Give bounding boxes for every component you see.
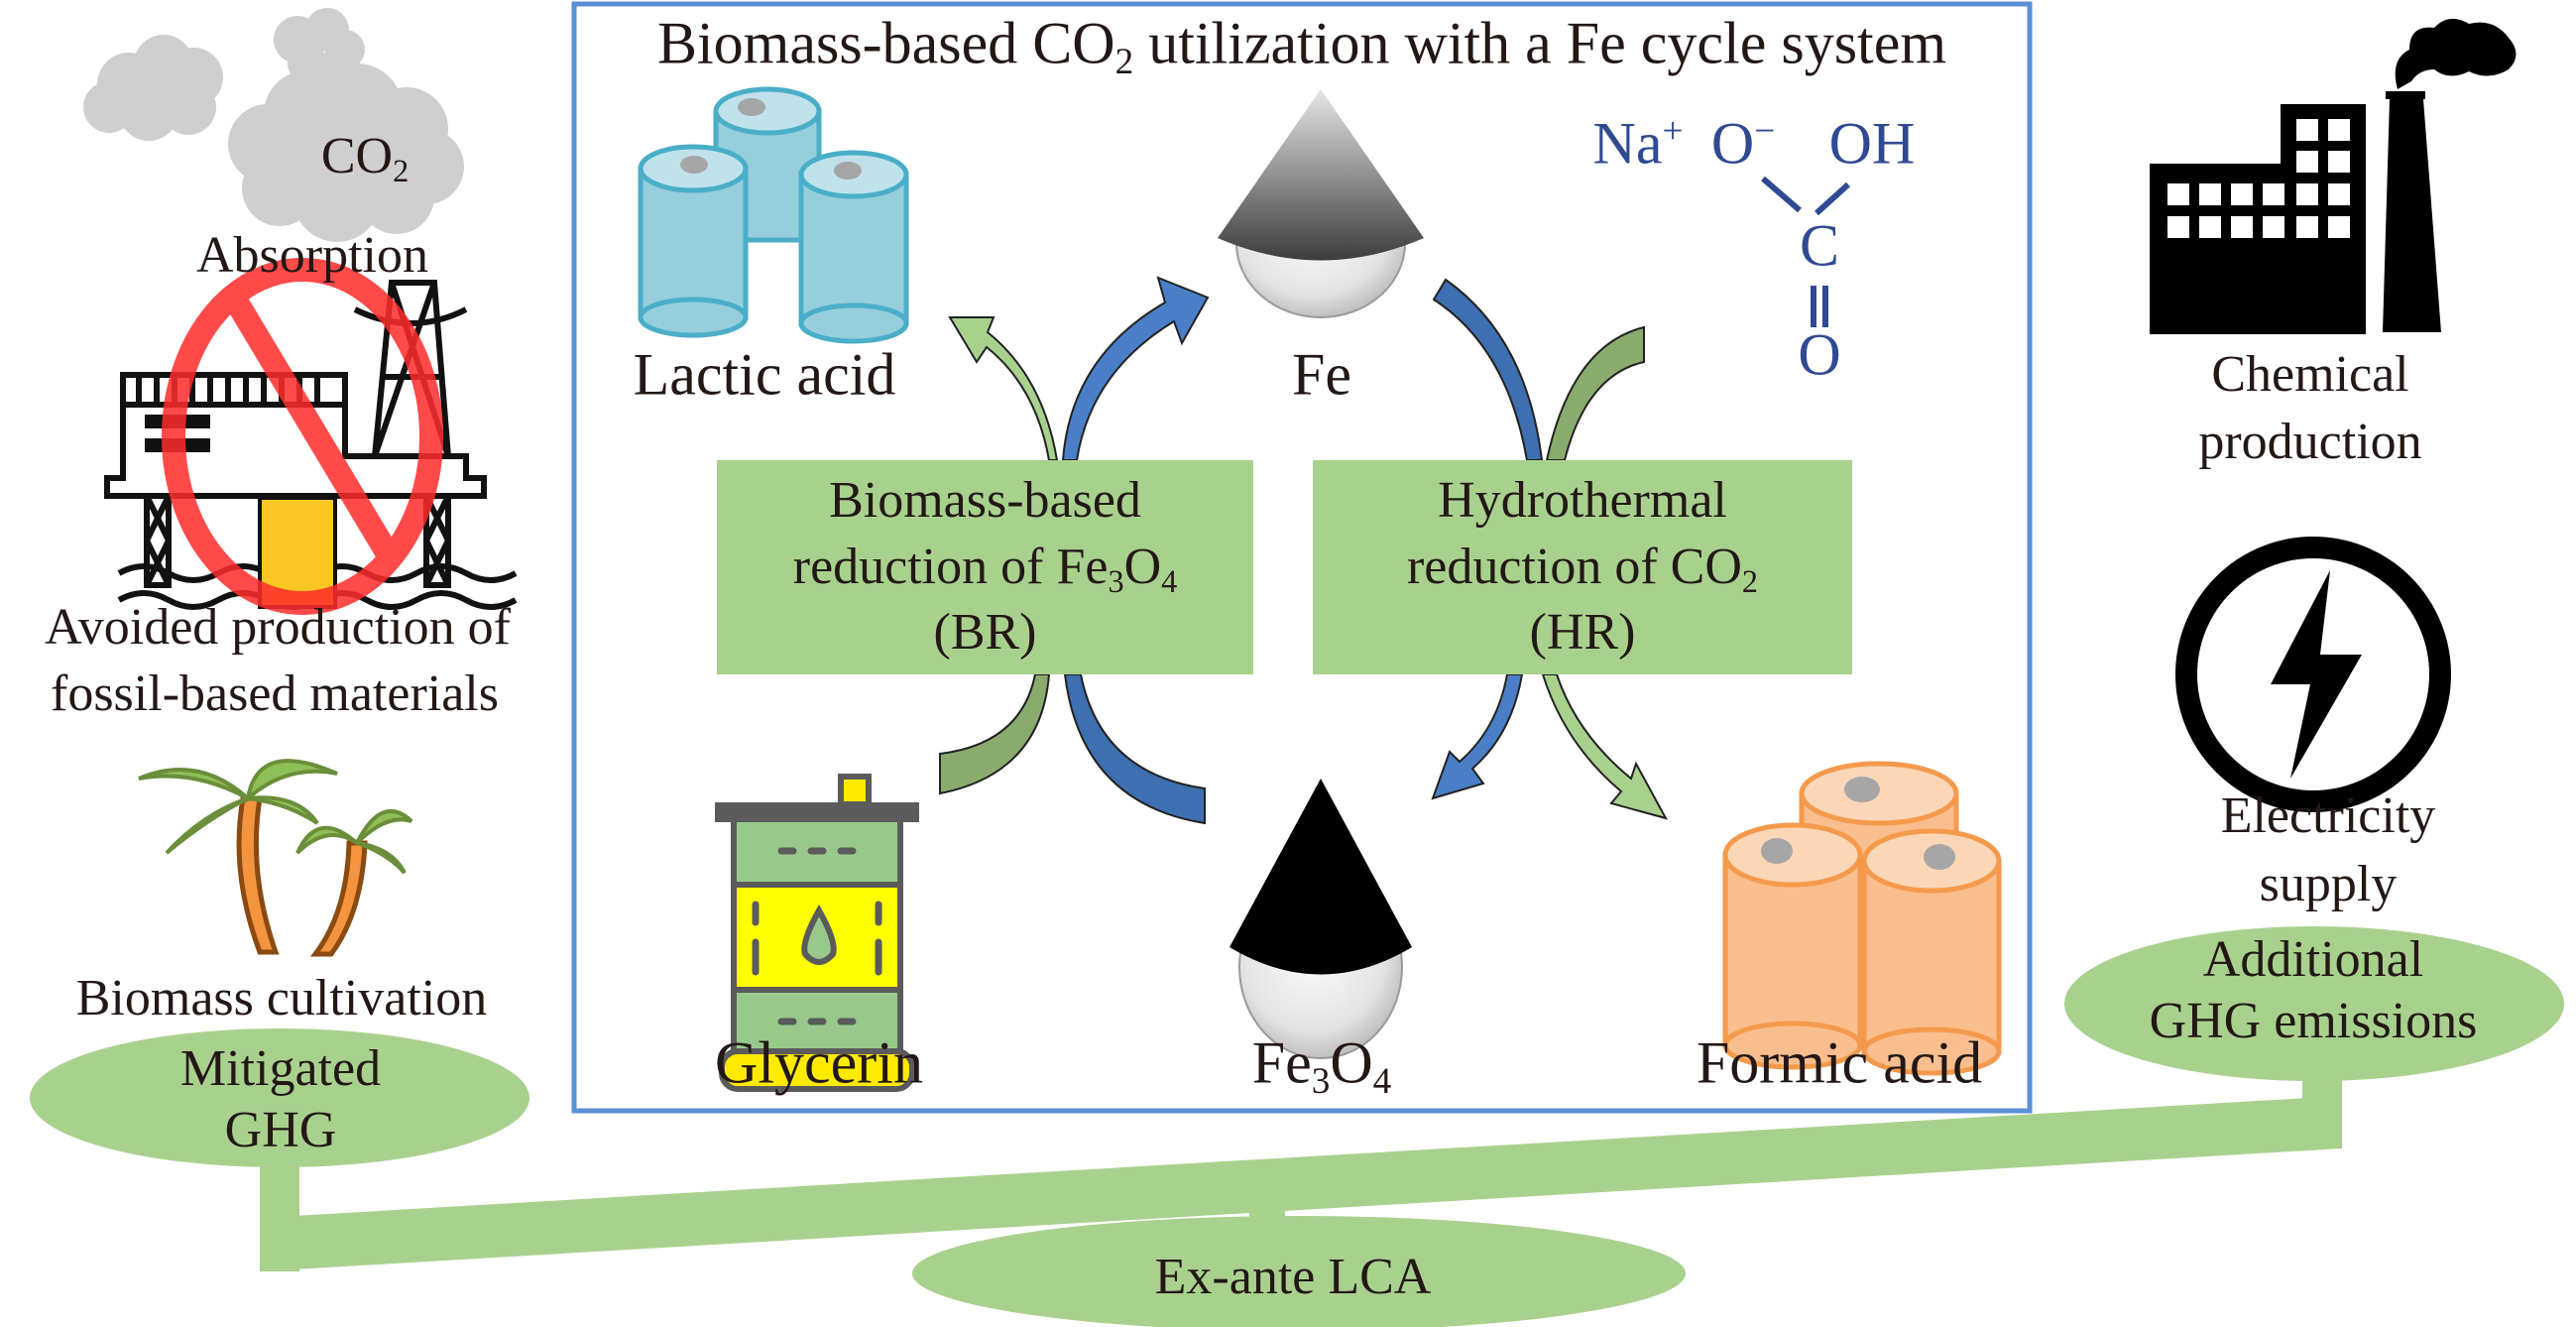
- fe3o4-label: Fe3O4: [1251, 1029, 1392, 1100]
- o-minus-text: O: [1710, 110, 1755, 177]
- fe3o4-sub4: 4: [1372, 1060, 1392, 1102]
- avoided-production-label-line1: Avoided production of: [45, 598, 511, 656]
- molecule-o-minus: O−: [1711, 110, 1775, 177]
- br-line2-text: reduction of Fe: [792, 538, 1109, 595]
- arrow-fe-to-hr: [1432, 278, 1544, 461]
- molecule-na-ion: Na+: [1593, 110, 1684, 177]
- fe-label: Fe: [1292, 341, 1351, 408]
- avoided-production-label-line2: fossil-based materials: [51, 664, 499, 722]
- ex-ante-lca-ellipse: [912, 1216, 1686, 1327]
- molecule-c: C: [1799, 212, 1840, 279]
- br-line1: Biomass-based: [829, 472, 1141, 530]
- hr-sub2: 2: [1741, 562, 1759, 599]
- fe3o4-sub3: 3: [1311, 1060, 1331, 1102]
- lactic-acid-label: Lactic acid: [633, 341, 896, 408]
- formic-acid-label: Formic acid: [1696, 1029, 1983, 1096]
- glycerin-label: Glycerin: [715, 1029, 923, 1096]
- arrow-br-to-lactic: [948, 316, 1059, 461]
- co2-text: CO: [320, 127, 394, 184]
- hr-line2-text: reduction of CO: [1406, 538, 1742, 595]
- electricity-icon: [2175, 537, 2451, 812]
- additional-ghg-label-line1: Additional: [2202, 930, 2424, 988]
- co2-subscript: 2: [393, 152, 410, 188]
- additional-ghg-label-line2: GHG emissions: [2149, 992, 2478, 1049]
- br-sub3: 3: [1108, 562, 1124, 599]
- co2-clouds-icon: [83, 8, 464, 242]
- arrow-hr-to-fe3o4: [1431, 673, 1524, 800]
- fe-cycle-system-frame: [571, 1, 2033, 1114]
- absorption-label: Absorption: [196, 226, 428, 284]
- co2-cloud-label: CO2: [320, 127, 410, 188]
- arrow-hr-to-formic: [1541, 673, 1669, 820]
- hr-line3: (HR): [1529, 604, 1636, 662]
- br-o: O: [1123, 538, 1162, 595]
- molecule-oh: OH: [1828, 110, 1916, 177]
- molecule-o: O: [1798, 321, 1841, 388]
- electricity-supply-label-line2: supply: [2259, 855, 2398, 912]
- figure-title: Biomass-based CO2 utilization with a Fe …: [656, 10, 1947, 80]
- title-subscript: 2: [1114, 41, 1134, 82]
- arrow-br-to-glycerin: [939, 673, 1051, 795]
- na-text: Na: [1592, 110, 1663, 177]
- balance-beam: [260, 1096, 2342, 1271]
- chemical-production-label-line1: Chemical: [2211, 345, 2409, 403]
- oil-rig-prohibited-icon: [104, 258, 518, 615]
- lactic-acid-icon: [638, 86, 909, 344]
- o-charge: −: [1754, 110, 1776, 152]
- arrow-fe3o4-to-br: [1063, 673, 1206, 825]
- arrow-br-to-fe: [1061, 276, 1210, 461]
- formic-acid-icon: [1722, 761, 2002, 1076]
- glycerin-icon: [715, 774, 919, 1092]
- biomass-cultivation-label: Biomass cultivation: [75, 969, 488, 1026]
- title-text-pre: Biomass-based CO: [656, 10, 1115, 76]
- ex-ante-lca-label: Ex-ante LCA: [1154, 1248, 1432, 1305]
- cloud-small-left: [83, 35, 223, 141]
- hr-line2: reduction of CO2: [1407, 535, 1758, 601]
- additional-ghg-ellipse: [2064, 926, 2564, 1081]
- factory-icon: [2150, 18, 2517, 334]
- na-charge: +: [1662, 110, 1684, 152]
- fe-icon: [1218, 89, 1424, 318]
- mitigated-ghg-ellipse: [30, 1028, 529, 1167]
- formate-bonds: [1761, 176, 1851, 327]
- palm-trees-icon: [138, 759, 413, 957]
- chemical-production-label-line2: production: [2198, 413, 2422, 470]
- hr-process-box: Hydrothermal reduction of CO2 (HR): [1313, 460, 1852, 674]
- cloud-large: [228, 63, 464, 242]
- electricity-supply-label-line1: Electricity: [2220, 786, 2436, 844]
- balance-scale: [30, 926, 2564, 1327]
- arrow-molecule-to-hr: [1545, 325, 1645, 461]
- prohibition-sign: [162, 258, 443, 615]
- fe3o4-o: O: [1330, 1029, 1373, 1096]
- mitigated-ghg-label-line1: Mitigated: [179, 1039, 382, 1097]
- fe3o4-fe: Fe: [1251, 1029, 1312, 1096]
- br-sub4: 4: [1161, 562, 1178, 599]
- mitigated-ghg-label-line2: GHG: [224, 1101, 337, 1158]
- br-line2: reduction of Fe3O4: [793, 535, 1178, 601]
- br-line3: (BR): [933, 604, 1037, 662]
- hr-line1: Hydrothermal: [1438, 472, 1727, 530]
- title-text-post: utilization with a Fe cycle system: [1133, 10, 1947, 76]
- fe3o4-icon: [1229, 779, 1412, 1059]
- br-process-box: Biomass-based reduction of Fe3O4 (BR): [717, 460, 1253, 674]
